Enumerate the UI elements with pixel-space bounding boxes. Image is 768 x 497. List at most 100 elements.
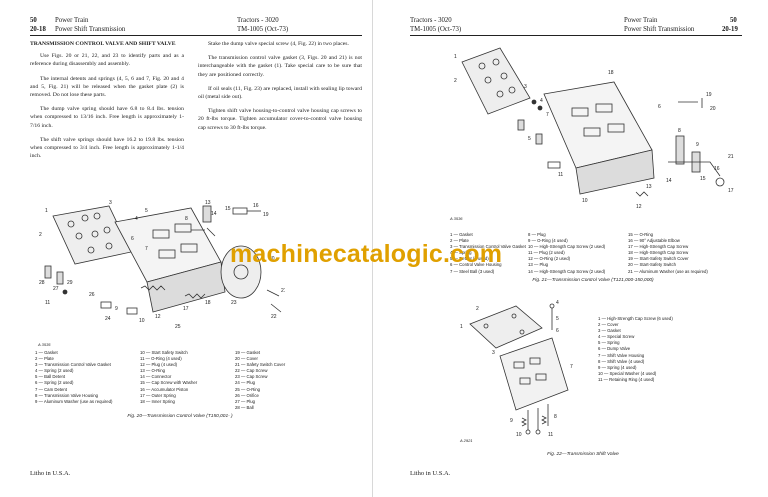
legend-item: 9 — O-Ring (4 used) [528,238,568,244]
legend-item: 11 — Retaining Ring (4 used) [598,376,655,382]
legend-item: 5 — Spring [598,340,620,346]
left-model-title: Tractors - 3020 [237,17,279,24]
svg-text:4: 4 [556,300,559,306]
legend-item: 18 — Inner Spring [140,398,175,404]
right-page: Tractors - 3020 Power Train 50 TM-1005 (… [388,0,768,497]
legend-item: 19 — Gasket [235,350,261,355]
legend-item: 2 — Cover [598,322,619,328]
legend-item: 14 — Connector [140,374,172,380]
legend-item: 8 — Transmission Valve Housing [35,392,98,398]
right-footer: Litho in U.S.A. [410,470,451,477]
fig20-caption: Fig. 20—Transmission Control Valve (T150… [127,414,233,419]
legend-item: 3 — Transmission Control Valve Gasket [35,362,111,368]
svg-text:12: 12 [636,204,642,210]
svg-text:9: 9 [696,142,699,148]
fig21-legend-col3: 15 — O-Ring 16 — 90° Adjustable Elbow 17… [628,232,708,275]
svg-text:16: 16 [714,166,720,172]
legend-item: 4 — Special Screw [598,334,635,340]
legend-item: 5 — Ball Detent [35,374,66,380]
svg-text:1: 1 [454,54,457,60]
legend-item: 26 — Orifice [235,392,259,398]
fig20-legend-col1: 1 — Gasket 2 — Plate 3 — Transmission Co… [35,350,112,405]
svg-text:16: 16 [253,203,259,209]
svg-text:14: 14 [211,211,217,217]
svg-text:3: 3 [524,84,527,90]
legend-item: 4 — Spring (2 used) [35,368,74,374]
legend-item: 6 — Control Valve Housing [450,262,502,268]
svg-text:14: 14 [666,178,672,184]
svg-text:21: 21 [728,154,734,160]
svg-text:7: 7 [570,364,573,370]
legend-item: 13 — O-Ring [140,368,166,374]
paragraph: If oil seals (11, Fig. 23) are replaced,… [198,85,362,101]
svg-text:6: 6 [658,104,661,110]
svg-text:11: 11 [548,432,553,438]
svg-text:25: 25 [175,324,181,330]
paragraph: Tighten shift valve housing-to-control v… [198,108,362,131]
legend-item: 15 — O-Ring [628,232,654,237]
legend-item: 9 — Spring (4 used) [598,364,637,370]
fig22-caption: Fig. 22—Transmission Shift Valve [547,452,619,457]
legend-item: 19 — Start-Safety Switch Cover [628,256,689,262]
paragraph: The transmission control valve gasket (3… [198,55,362,78]
svg-text:7: 7 [145,246,148,252]
right-model-title: Tractors - 3020 [410,17,452,24]
left-text-column-2: Stake the dump valve special screw (4, F… [198,40,362,138]
legend-item: 20 — Cover [235,356,258,362]
legend-item: 25 — O-Ring [235,386,261,392]
svg-text:22: 22 [271,314,277,320]
legend-item: 14 — High-Strength Cap Screw (2 used) [528,268,606,274]
legend-item: 1 — High-Strength Cap Screw (6 used) [598,316,673,321]
svg-text:3: 3 [109,200,112,206]
legend-item: 6 — Dump Valve [598,346,631,352]
right-page-number: 50 [730,17,737,24]
legend-item: 20 — Start-Safety Switch [628,262,677,268]
svg-text:27: 27 [53,286,59,292]
svg-text:29: 29 [67,280,73,286]
fig22-legend: 1 — High-Strength Cap Screw (6 used) 2 —… [598,316,673,383]
svg-text:9: 9 [510,418,513,424]
legend-item: 7 — Shift Valve Housing [598,352,645,358]
fig21-legend-col1: 1 — Gasket 2 — Plate 3 — Transmission Co… [450,232,526,275]
fig21-tag: A 3536 [450,216,463,221]
paragraph: The shift valve springs should have 16.2… [30,136,184,160]
right-section-title: Power Train [624,17,658,24]
svg-text:8: 8 [678,128,681,134]
section-heading: TRANSMISSION CONTROL VALVE AND SHIFT VAL… [30,41,176,47]
svg-text:21: 21 [281,288,285,294]
paragraph: The dump valve spring should have 6.8 to… [30,106,184,129]
left-section-title: Power Train [55,17,89,24]
left-page-ref: 20-18 [30,26,46,33]
svg-text:8: 8 [554,414,557,420]
legend-item: 2 — Plate [35,356,54,362]
legend-item: 16 — Accumulator Piston [140,386,189,392]
svg-text:5: 5 [145,208,148,214]
svg-text:1: 1 [460,324,463,330]
left-manual-id: TM-1005 (Oct-73) [237,26,289,33]
right-manual-id: TM-1005 (Oct-73) [410,26,462,33]
fig20-legend-col3: 19 — Gasket 20 — Cover 21 — Safety Switc… [235,350,285,411]
svg-text:11: 11 [558,172,563,178]
svg-text:18: 18 [608,70,614,76]
legend-item: 8 — Shift Valve (4 used) [598,358,645,364]
legend-item: 21 — Safety Switch Cover [235,362,286,368]
left-page: 50 Power Train Tractors - 3020 20-18 Pow… [0,0,373,497]
legend-item: 8 — Plug [528,232,546,237]
legend-item: 23 — Cap Screw [235,374,268,380]
svg-text:13: 13 [205,200,211,206]
svg-text:9: 9 [115,306,118,312]
svg-text:19: 19 [263,212,269,218]
svg-text:23: 23 [231,300,237,306]
paragraph: Use Figs. 20 or 21, 22, and 23 to identi… [30,53,184,68]
legend-item: 3 — Transmission Control Valve Gasket [450,244,526,250]
svg-text:12: 12 [155,314,161,320]
legend-item: 11 — O-Ring (4 used) [140,356,182,362]
svg-text:11: 11 [45,300,50,306]
paragraph: Stake the dump valve special screw (4, F… [208,41,349,47]
legend-item: 17 — Outer Spring [140,392,176,398]
left-text-column-1: TRANSMISSION CONTROL VALVE AND SHIFT VAL… [30,40,184,166]
legend-item: 15 — Cap Screw with Washer [140,380,198,386]
right-header-rule [410,35,742,36]
